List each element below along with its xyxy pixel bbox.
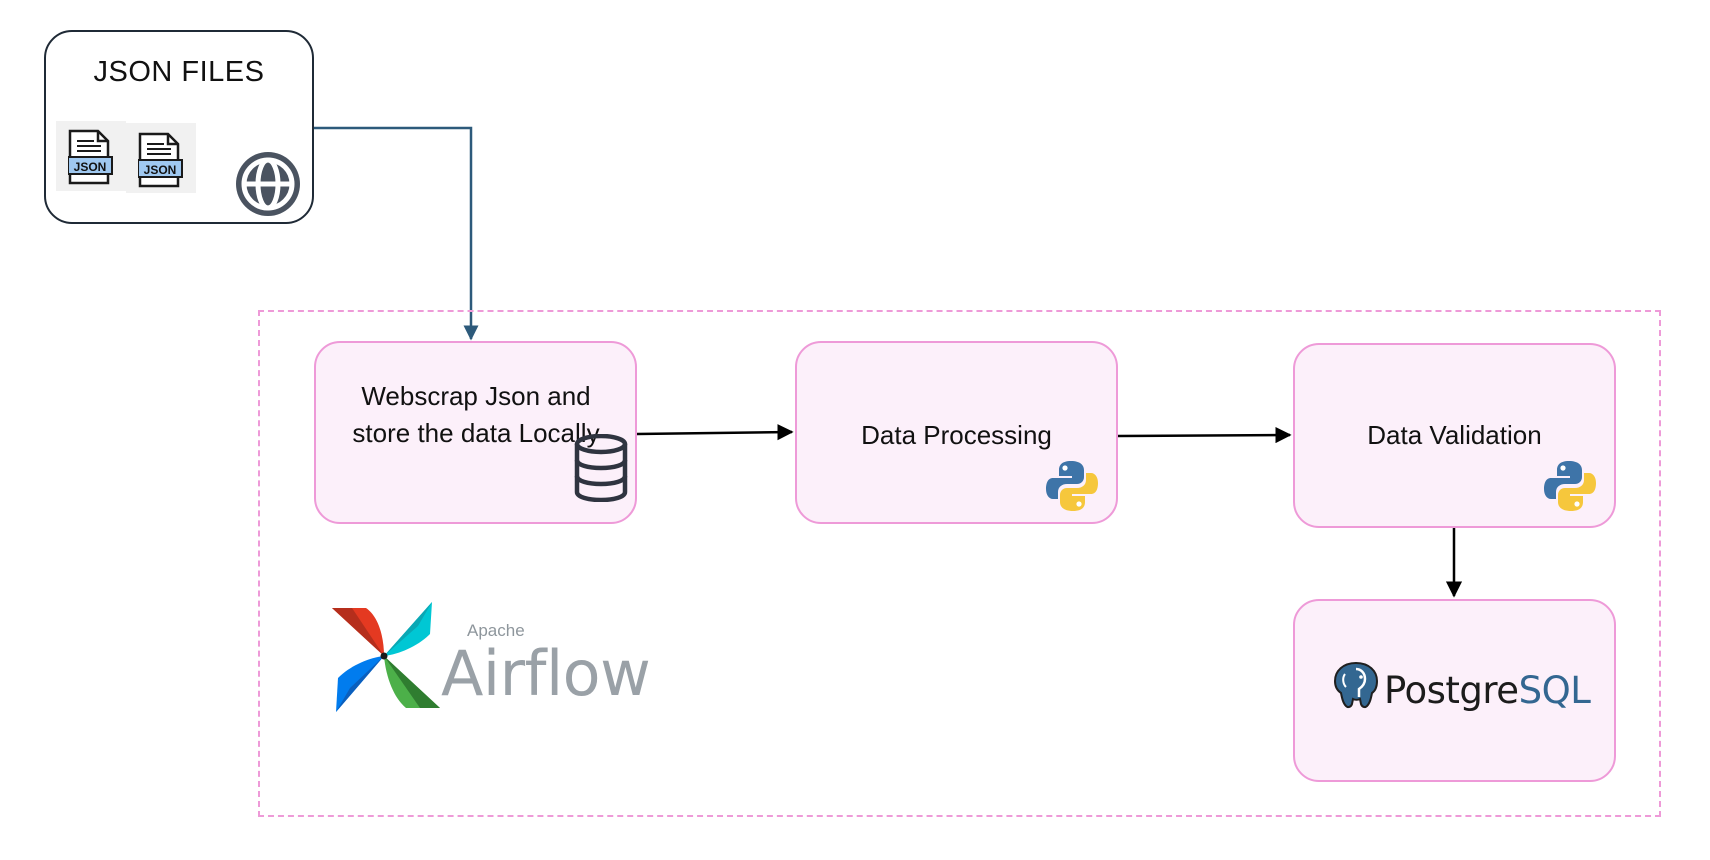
connector-processing-to-validation xyxy=(1117,426,1292,444)
globe-icon xyxy=(236,152,300,216)
step-webscrape-label: Webscrap Json and store the data Locally xyxy=(352,381,600,448)
step-webscrape xyxy=(314,341,637,524)
connector-source-to-webscrape xyxy=(314,126,479,341)
postgresql-elephant-icon xyxy=(1333,661,1379,709)
json-badge-label: JSON xyxy=(73,160,107,174)
airflow-dag-frame xyxy=(258,310,1661,817)
connector-webscrape-to-processing xyxy=(636,424,794,441)
json-file-icon: JSON xyxy=(56,121,126,191)
postgresql-wordmark-part1: Postgre xyxy=(1384,669,1519,712)
step-data-validation-label: Data Validation xyxy=(1367,420,1542,450)
python-icon xyxy=(1046,461,1098,511)
airflow-wordmark: Airflow xyxy=(441,637,651,710)
airflow-vendor-label: Apache xyxy=(467,621,525,640)
json-badge-label: JSON xyxy=(143,163,177,177)
postgresql-wordmark-part2: SQL xyxy=(1518,669,1591,712)
python-icon xyxy=(1544,461,1596,511)
json-file-icon: JSON xyxy=(126,123,196,193)
postgresql-wordmark: PostgreSQL xyxy=(1384,669,1591,712)
step-data-processing-label: Data Processing xyxy=(861,420,1052,450)
source-title: JSON FILES xyxy=(93,56,265,88)
airflow-pinwheel-icon xyxy=(332,602,440,712)
database-icon xyxy=(574,434,628,502)
